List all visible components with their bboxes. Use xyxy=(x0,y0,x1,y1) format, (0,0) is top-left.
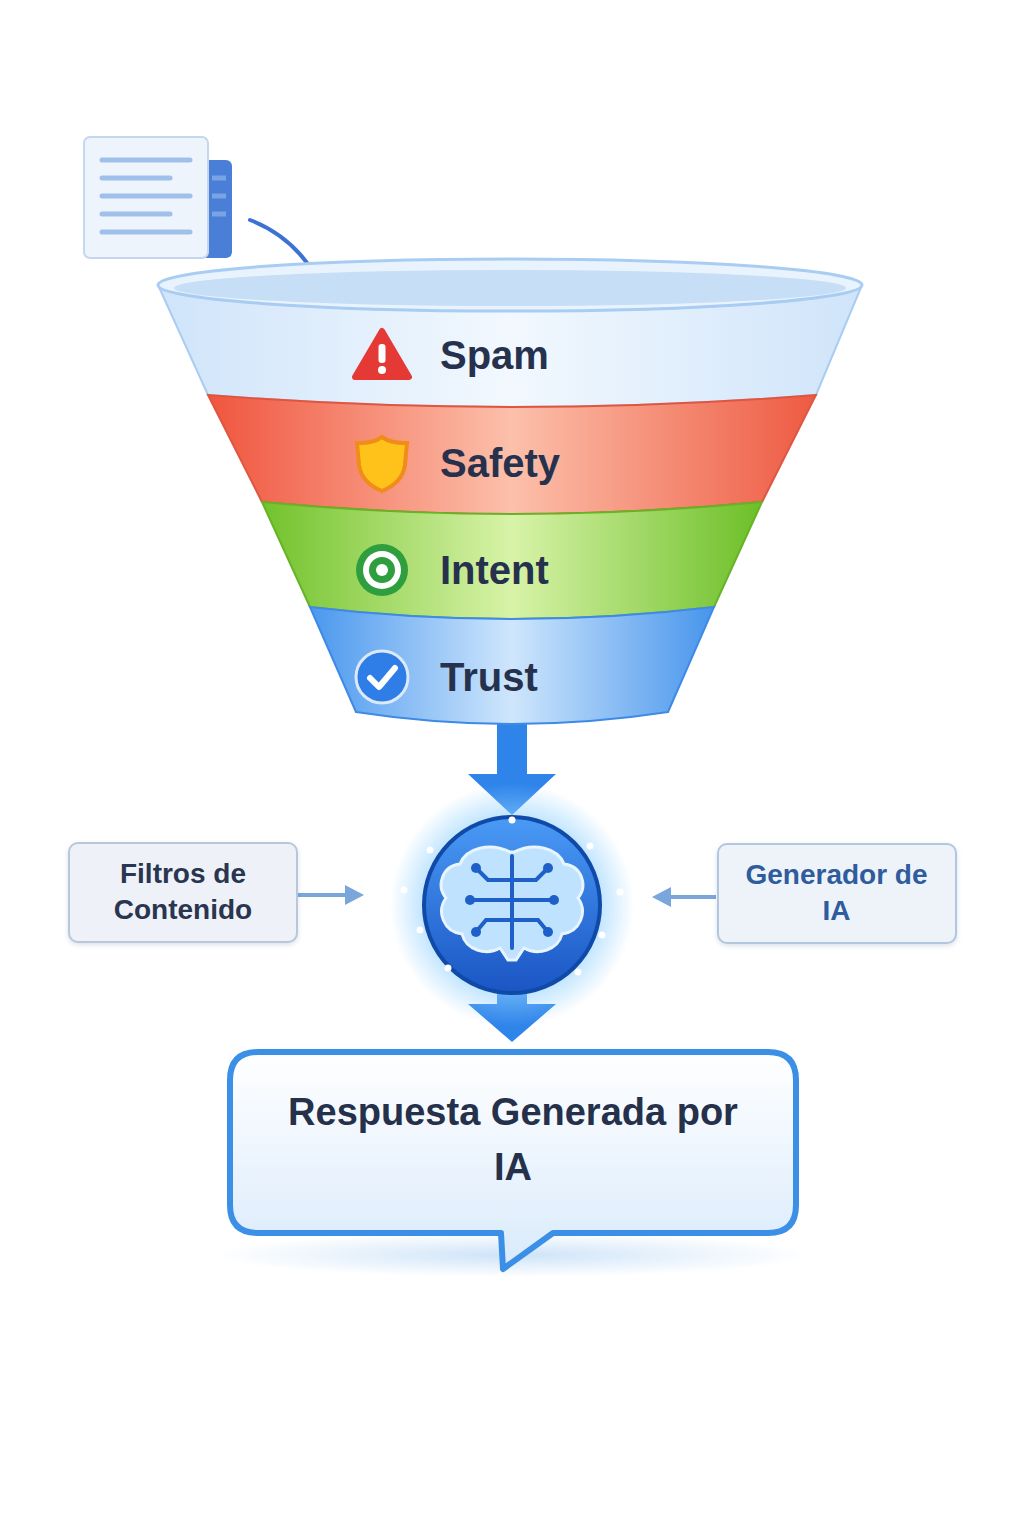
funnel-band: Trust xyxy=(306,607,718,728)
ai-brain-icon xyxy=(390,783,634,1027)
sparkle-dot xyxy=(617,889,624,896)
circuit-node xyxy=(471,927,481,937)
box-label: Generador de IA xyxy=(737,857,937,930)
circuit-line xyxy=(512,898,554,902)
bubble-outline xyxy=(230,1052,796,1269)
circuit-node xyxy=(465,895,475,905)
target-icon xyxy=(363,551,401,589)
document-line xyxy=(102,230,190,235)
box-label: Filtros de Contenido xyxy=(88,856,278,929)
document-line xyxy=(102,212,170,217)
document-back-line xyxy=(212,212,226,217)
document-line xyxy=(102,176,170,181)
target-icon xyxy=(376,564,388,576)
target-icon xyxy=(369,557,395,583)
band-icon xyxy=(355,331,409,377)
sparkle-dot xyxy=(445,965,452,972)
document-back-line xyxy=(212,176,226,181)
brain-glow xyxy=(390,783,634,1027)
document-back-line xyxy=(212,194,226,199)
side-arrow xyxy=(298,893,348,897)
funnel-band: Spam xyxy=(154,257,866,411)
sparkle-dot xyxy=(509,817,516,824)
circuit-node xyxy=(549,895,559,905)
band-label: Trust xyxy=(440,652,718,702)
input-box: Filtros de Contenido xyxy=(68,842,298,943)
circuit-line xyxy=(512,920,548,932)
band-label: Intent xyxy=(440,545,766,595)
document-page xyxy=(84,137,208,258)
sparkle-dot xyxy=(587,843,594,850)
arrow-head xyxy=(652,887,671,907)
warning-icon xyxy=(355,331,409,377)
response-bubble: Respuesta Generada por IA xyxy=(225,1047,801,1275)
target-icon xyxy=(356,544,408,596)
sparkle-dot xyxy=(575,969,582,976)
brain-disc xyxy=(424,817,600,993)
response-label: Respuesta Generada por IA xyxy=(283,1085,743,1195)
funnel-rim xyxy=(158,259,862,311)
funnel-opening xyxy=(174,270,846,306)
document-line xyxy=(102,194,190,199)
check-icon xyxy=(356,651,408,703)
circuit-line xyxy=(512,868,548,880)
arrow-head xyxy=(345,885,364,905)
circuit-line xyxy=(476,868,512,880)
circuit-line xyxy=(476,920,512,932)
circuit-node xyxy=(543,927,553,937)
document-line xyxy=(102,158,190,163)
sparkle-dot xyxy=(427,847,434,854)
band-icon xyxy=(356,544,408,596)
shield-icon xyxy=(357,437,407,491)
band-label: Spam xyxy=(440,330,866,380)
circuit-node xyxy=(543,863,553,873)
warning-mark xyxy=(379,344,386,363)
warning-dot xyxy=(378,366,386,374)
funnel-band: Intent xyxy=(258,502,766,623)
check-mark xyxy=(370,668,395,687)
input-box: Generador de IA xyxy=(717,843,957,944)
band-icon xyxy=(357,437,407,491)
document-icon xyxy=(84,137,232,258)
funnel-band: Safety xyxy=(204,395,820,518)
circuit-node xyxy=(471,863,481,873)
sparkle-dot xyxy=(417,927,424,934)
band-label: Safety xyxy=(440,438,820,488)
side-arrow xyxy=(668,895,716,899)
circuit-line xyxy=(470,898,512,902)
brain-shape xyxy=(441,847,583,960)
sparkle-dot xyxy=(599,932,606,939)
sparkle-dot xyxy=(401,887,408,894)
band-icon xyxy=(356,651,408,703)
